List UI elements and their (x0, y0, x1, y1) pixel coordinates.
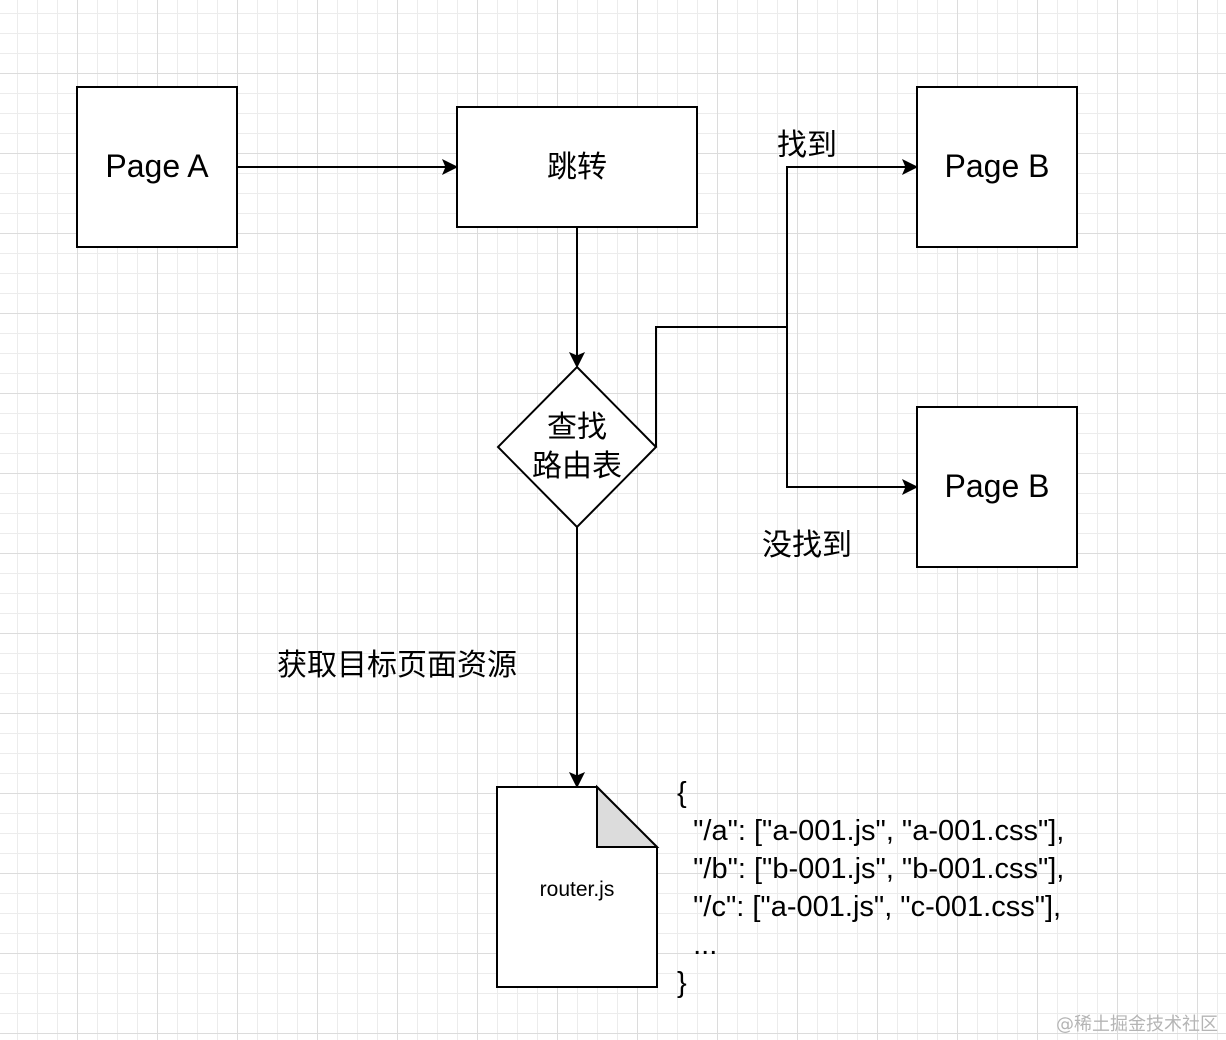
node-page-a-label: Page A (105, 148, 209, 184)
router-code-line: "/b": ["b-001.js", "b-001.css"], (677, 853, 1064, 885)
node-router-file: router.js (496, 784, 660, 988)
node-page-b-not-found: Page B (916, 406, 1078, 568)
node-jump: 跳转 (456, 106, 698, 228)
edge-lookup-to-router (568, 527, 586, 789)
node-page-b-not-found-label: Page B (945, 468, 1050, 504)
router-code-line: { (677, 777, 687, 809)
edge-label-found: 找到 (777, 128, 837, 163)
node-lookup-label-line1: 查找 (547, 410, 607, 445)
node-lookup-label-line2: 路由表 (532, 449, 622, 484)
file-fold-corner (596, 784, 660, 848)
node-router-file-label: router.js (540, 878, 615, 901)
edge-page-a-to-jump (237, 158, 459, 176)
edge-jump-to-lookup (568, 227, 586, 369)
node-jump-label: 跳转 (547, 150, 607, 185)
router-code-line: "/c": ["a-001.js", "c-001.css"], (677, 891, 1061, 923)
node-page-b-found-label: Page B (945, 148, 1050, 184)
node-page-a: Page A (76, 86, 238, 248)
router-code-block: { "/a": ["a-001.js", "a-001.css"], "/b":… (677, 777, 1064, 999)
edge-label-fetch-resources: 获取目标页面资源 (277, 648, 517, 683)
watermark-text: @稀土掘金技术社区 (1056, 1014, 1218, 1035)
node-page-b-found: Page B (916, 86, 1078, 248)
router-code-line: "/a": ["a-001.js", "a-001.css"], (677, 815, 1064, 847)
edge-label-not-found: 没找到 (762, 528, 852, 563)
edge-lookup-branches (655, 158, 919, 496)
router-code-line: } (677, 967, 687, 999)
node-lookup-route-table: 查找 路由表 (496, 365, 658, 529)
router-code-line: ... (677, 929, 717, 961)
